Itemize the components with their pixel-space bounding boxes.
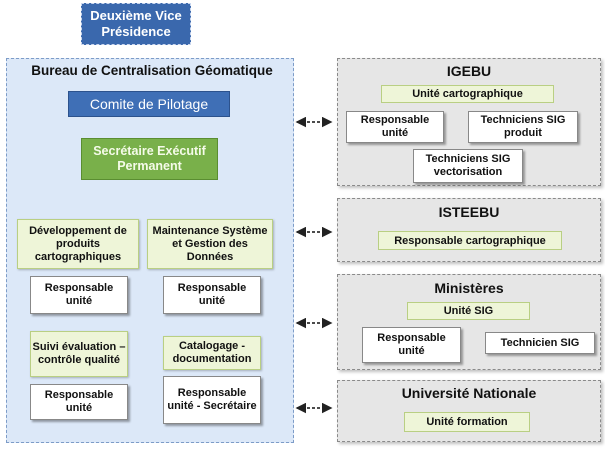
catalogage-box: Catalogage - documentation	[163, 336, 261, 370]
bureau-title: Bureau de Centralisation Géomatique	[31, 63, 273, 78]
igebu-techniciens-produit-box: Techniciens SIG produit	[468, 111, 578, 143]
vice-presidence-box: Deuxième Vice Présidence	[81, 3, 191, 45]
isteebu-responsable-cartographique: Responsable cartographique	[378, 231, 562, 250]
developpement-box: Développement de produits cartographique…	[17, 219, 139, 269]
suivi-evaluation-box: Suivi évaluation – contrôle qualité	[30, 331, 128, 377]
ministeres-title: Ministères	[434, 280, 504, 296]
ministeres-technicien-box: Technicien SIG	[485, 332, 595, 354]
ministeres-responsable-box: Responsable unité	[362, 327, 461, 363]
igebu-title: IGEBU	[446, 63, 492, 79]
maintenance-box: Maintenance Système et Gestion des Donné…	[147, 219, 273, 269]
catalogage-responsable-box: Responsable unité - Secrétaire	[163, 376, 261, 424]
igebu-responsable-box: Responsable unité	[346, 111, 444, 143]
universite-unite-formation: Unité formation	[404, 412, 530, 432]
maintenance-responsable-box: Responsable unité	[163, 276, 261, 314]
isteebu-title: ISTEEBU	[438, 204, 500, 220]
igebu-techniciens-vectorisation-box: Techniciens SIG vectorisation	[413, 149, 523, 183]
universite-title: Université Nationale	[401, 385, 537, 401]
comite-pilotage-box: Comite de Pilotage	[68, 91, 230, 117]
developpement-responsable-box: Responsable unité	[30, 276, 128, 314]
suivi-responsable-box: Responsable unité	[30, 384, 128, 420]
secretaire-executif-box: Secrétaire Exécutif Permanent	[81, 138, 218, 180]
isteebu-container	[337, 198, 601, 262]
igebu-unite-cartographique: Unité cartographique	[381, 85, 554, 103]
ministeres-unite-sig: Unité SIG	[407, 302, 530, 320]
